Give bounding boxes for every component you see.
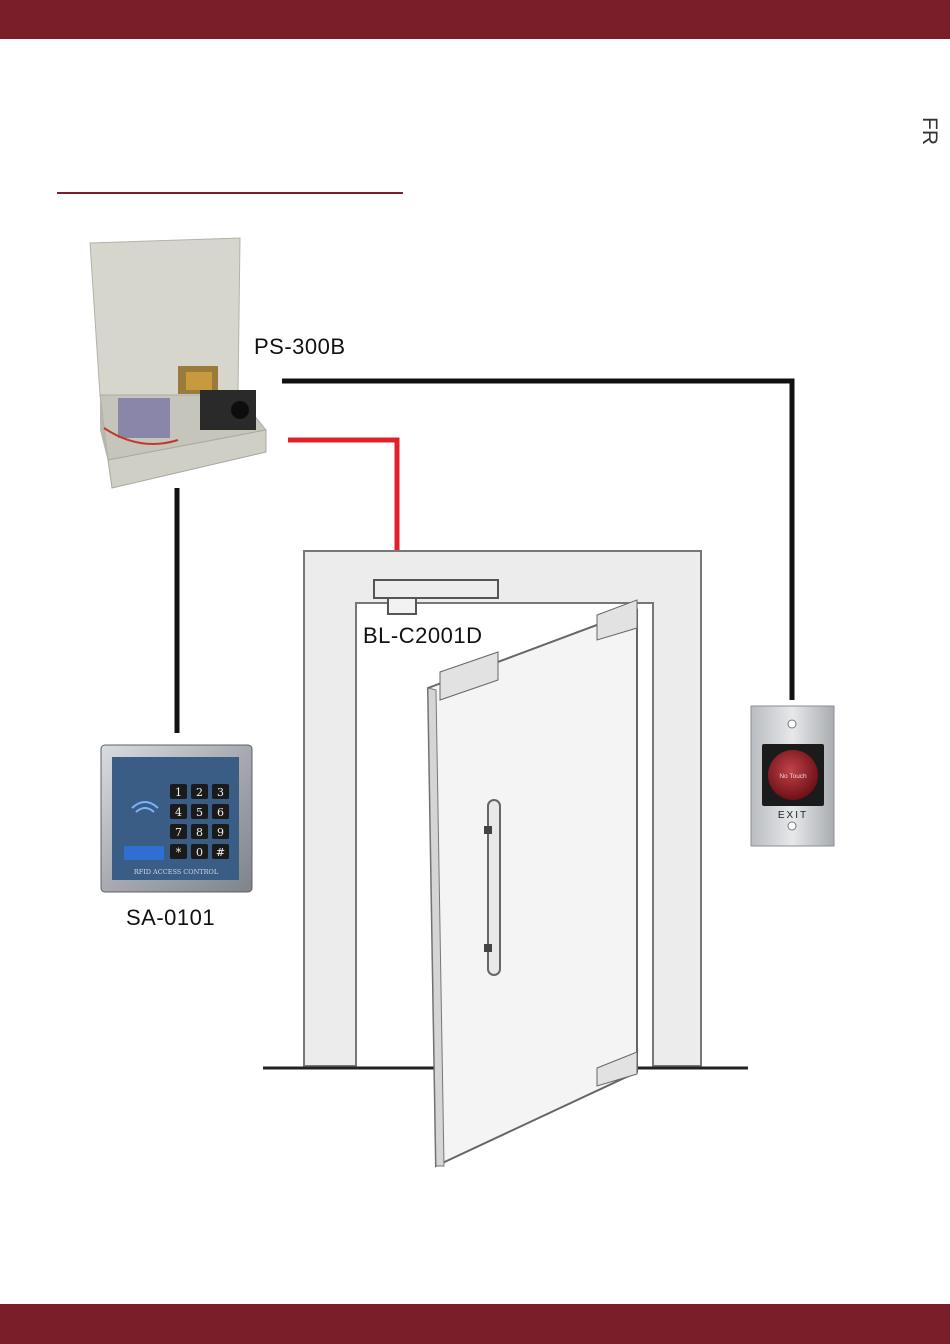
keypad-key-label: 0 (196, 846, 203, 859)
keypad-key-label: 6 (217, 806, 224, 819)
power-supply-box (90, 238, 266, 488)
footer-band (0, 1304, 950, 1344)
keypad-device: 1 2 3 4 5 6 7 8 9 * 0 # RFID ACCESS CONTROL (101, 745, 252, 892)
keypad-footer-text: RFID ACCESS CONTROL (134, 868, 219, 876)
keypad-key-label: 5 (196, 806, 203, 819)
door-leaf (428, 600, 637, 1166)
keypad-key-label: * (176, 846, 182, 859)
keypad-key-label: 4 (175, 806, 182, 819)
lock-label: BL-C2001D (363, 623, 482, 649)
keypad-key-label: # (216, 846, 225, 859)
power-supply-label: PS-300B (254, 334, 346, 360)
exit-touch-text: No Touch (779, 773, 807, 780)
electric-lock (374, 580, 498, 614)
keypad-key-label: 1 (175, 786, 182, 799)
exit-button-device: No Touch EXIT (751, 706, 834, 846)
keypad-key-label: 2 (196, 786, 203, 799)
keypad-key-label: 8 (196, 826, 203, 839)
exit-caption: EXIT (778, 810, 808, 821)
keypad-label: SA-0101 (126, 905, 215, 931)
keypad-key-label: 7 (175, 826, 182, 839)
keypad-key-label: 3 (217, 786, 224, 799)
keypad-key-label: 9 (217, 826, 224, 839)
